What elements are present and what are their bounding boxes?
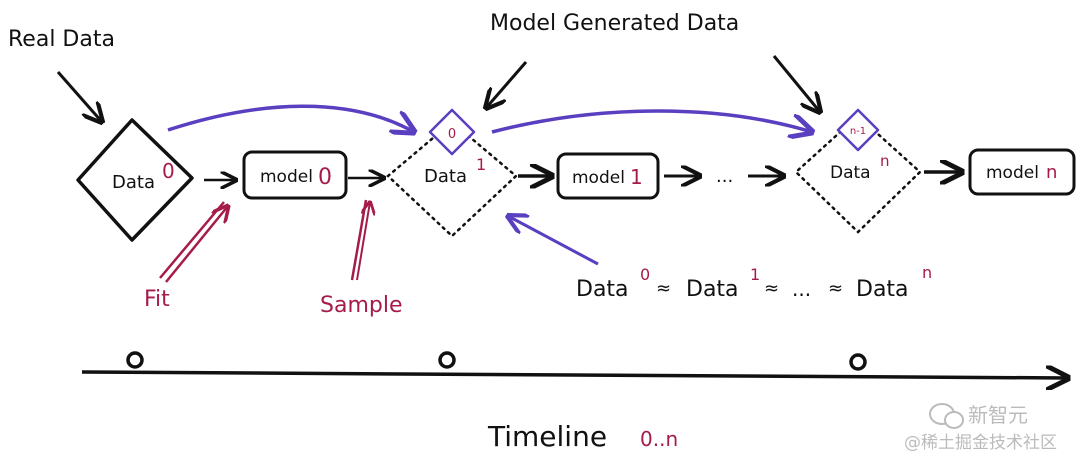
model-n-node: model n	[968, 148, 1076, 196]
model-n-box	[968, 148, 1076, 196]
data-0-sup: 0	[162, 159, 175, 183]
watermark: 新智元 @稀土掘金技术社区	[904, 403, 1057, 453]
fit-arrow	[159, 201, 228, 283]
generated-data-pointer-arrow-1	[486, 61, 528, 108]
ellipsis-label: ...	[716, 166, 733, 187]
model-0-box	[242, 150, 348, 200]
model-1-base: model	[572, 168, 625, 188]
data-n-base: Data	[830, 163, 871, 183]
timeline	[81, 351, 1068, 378]
equation-approx-3: ≈	[828, 278, 843, 299]
generated-data-pointer-arrow-2	[772, 55, 820, 112]
data-0-node: Data 0	[76, 118, 194, 242]
data-n-node: n-1 Data n	[794, 108, 922, 234]
timeline-marker-0	[126, 351, 144, 369]
sample-label: Sample	[320, 293, 403, 318]
model-n-base: model	[986, 163, 1039, 183]
sample-arrow	[350, 200, 370, 281]
watermark-handle: @稀土掘金技术社区	[904, 433, 1057, 453]
data-1-diamond	[386, 120, 518, 238]
equation: Data 0 ≈ Data 1 ≈ ... ≈ Data n	[576, 263, 932, 302]
real-data-label: Real Data	[8, 27, 115, 52]
watermark-brand: 新智元	[968, 403, 1028, 427]
model-n-idx: n	[1046, 162, 1057, 183]
data-1-tag: 0	[448, 127, 456, 142]
timeline-range: 0..n	[640, 427, 678, 451]
timeline-label: Timeline	[487, 420, 607, 453]
real-data-pointer-arrow	[56, 71, 102, 122]
data-1-tag-diamond	[428, 108, 476, 156]
fit-label: Fit	[144, 287, 170, 312]
model-1-box	[556, 152, 660, 200]
equation-dots: ...	[792, 277, 811, 301]
model-1-idx: 1	[630, 165, 643, 189]
data-1-sup: 1	[476, 155, 486, 174]
model-0-idx: 0	[318, 165, 332, 190]
equation-d1-sup: 1	[750, 265, 760, 284]
data-1-node: 0 Data 1	[386, 108, 518, 238]
model-generated-data-label: Model Generated Data	[490, 11, 739, 36]
data-n-tag-diamond	[836, 108, 880, 152]
model-0-node: model 0	[242, 150, 348, 200]
timeline-marker-n	[849, 353, 867, 371]
data-0-base: Data	[112, 172, 155, 193]
wechat-logo-icon	[929, 403, 964, 429]
data-0-diamond	[76, 118, 194, 242]
timeline-marker-1	[438, 351, 456, 369]
timeline-axis	[81, 372, 1068, 378]
purple-arrow-data1-datan	[491, 109, 812, 132]
model-1-node: model 1	[556, 152, 660, 200]
model-0-base: model	[260, 167, 313, 187]
equation-dn-base: Data	[856, 277, 909, 302]
data-n-diamond	[794, 114, 922, 234]
equation-d0-sup: 0	[640, 265, 650, 284]
equation-d1-base: Data	[686, 277, 739, 302]
purple-arrow-data0-data1	[167, 104, 414, 132]
data-n-tag: n-1	[850, 126, 866, 137]
equation-d0-base: Data	[576, 277, 629, 302]
equation-approx-2: ≈	[764, 278, 779, 299]
data-1-base: Data	[424, 166, 467, 187]
data-n-sup: n	[880, 152, 890, 170]
equation-approx-1: ≈	[656, 278, 671, 299]
purple-arrow-equation-data1	[508, 216, 599, 266]
equation-dn-sup: n	[922, 263, 932, 282]
